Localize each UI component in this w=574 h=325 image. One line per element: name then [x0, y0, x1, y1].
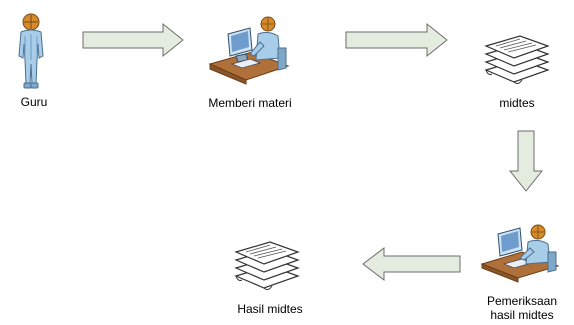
node-label-guru: Guru [20, 95, 48, 109]
node-label-midtes: midtes [499, 96, 535, 110]
node-label-memberi: Memberi materi [208, 96, 292, 110]
node-label-hasil: Hasil midtes [237, 302, 303, 316]
node-label-pemeriksaan-line-2: hasil midtes [490, 308, 554, 322]
person-icon [18, 13, 44, 89]
document-stack-icon [234, 241, 300, 291]
person-at-computer-icon [208, 16, 290, 85]
document-stack-icon [484, 35, 550, 85]
person-at-computer-icon [480, 224, 560, 283]
node-label-pemeriksaan-line-1: Pemeriksaan [486, 294, 558, 308]
